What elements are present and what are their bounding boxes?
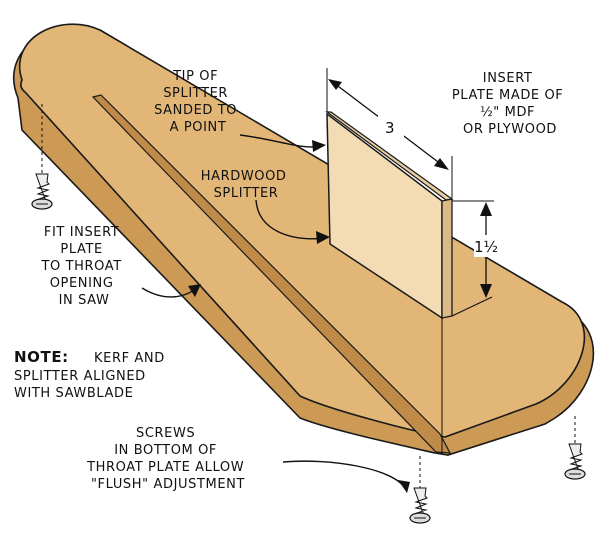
wood-screw-icon [31, 104, 53, 210]
insert-plate [12, 23, 595, 456]
leader-hardwood-splitter [255, 199, 327, 240]
arrowhead [328, 79, 342, 90]
label-hardwood-splitter: HARDWOOD SPLITTER [201, 169, 292, 201]
note-heading: NOTE: [14, 348, 69, 366]
leader-lines [141, 134, 410, 493]
label-insert-plate: INSERT PLATE MADE OF ½" MDF OR PLYWOOD [452, 71, 568, 137]
leader-screws [282, 460, 406, 489]
wood-screw-icon [564, 416, 586, 480]
plate-top [19, 23, 586, 438]
label-splitter-tip: TIP OF SPLITTER SANDED TO A POINT [154, 69, 242, 135]
arrowhead [480, 284, 492, 298]
dimension-length: 3 [385, 119, 395, 137]
wood-screw-icon [409, 456, 431, 524]
dimension-lines: 3 1½ [326, 68, 500, 317]
hardwood-splitter [325, 111, 454, 455]
arrowhead [480, 202, 492, 216]
note-text: NOTE: KERF AND SPLITTER ALIGNED WITH SAW… [14, 348, 170, 401]
kerf-slot [91, 94, 452, 454]
label-fit-insert: FIT INSERT PLATE TO THROAT OPENING IN SA… [40, 225, 126, 308]
label-screws: SCREWS IN BOTTOM OF THROAT PLATE ALLOW "… [86, 426, 249, 492]
splitter-end-edge [441, 198, 453, 319]
arrowhead [434, 158, 449, 170]
dimension-height: 1½ [474, 238, 498, 256]
